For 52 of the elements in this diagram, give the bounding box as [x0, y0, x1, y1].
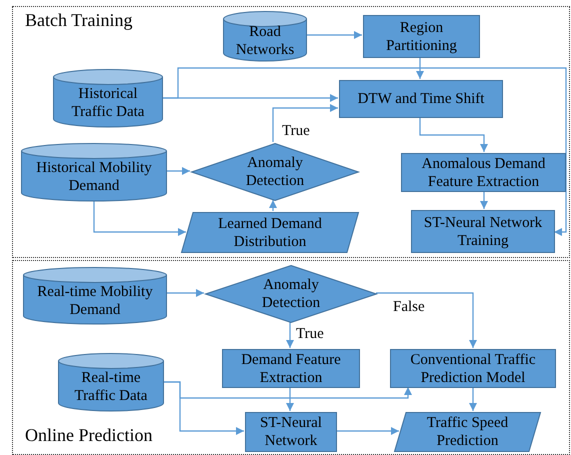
database-cylinder — [21, 143, 167, 201]
node-text: Learned Demand Distribution — [217, 214, 323, 250]
arrow — [93, 200, 186, 236]
node-text: Traffic Speed Prediction — [426, 414, 510, 450]
arrow — [376, 292, 477, 348]
section-panel — [12, 6, 570, 258]
arrow — [163, 381, 244, 435]
node-text: Real-time Mobility Demand — [36, 282, 154, 318]
section-heading: Batch Training — [25, 10, 133, 31]
data-parallelogram — [394, 412, 541, 452]
process-box — [222, 349, 360, 388]
database-cylinder — [58, 353, 164, 411]
node-text: ST-Neural Network — [259, 414, 323, 450]
arrow — [166, 167, 190, 175]
node-text: Conventional Traffic Prediction Model — [409, 350, 537, 386]
arrow — [166, 289, 204, 297]
database-cylinder — [23, 267, 167, 324]
arrow — [419, 117, 488, 152]
arrow — [162, 67, 567, 236]
node-text: Real-time Traffic Data — [74, 369, 148, 405]
arrow — [286, 387, 294, 411]
arrow — [306, 31, 362, 39]
section-panel — [12, 260, 570, 455]
arrow — [416, 57, 424, 79]
process-box — [411, 210, 555, 253]
arrow — [272, 104, 338, 142]
decision-diamond — [205, 265, 377, 323]
node-text: Region Partitioning — [385, 18, 458, 54]
node-text: Anomalous Demand Feature Extraction — [420, 154, 546, 190]
database-cylinder — [223, 11, 307, 61]
arrow — [480, 191, 488, 209]
node-text: Anomaly Detection — [244, 154, 306, 190]
node-text: Historical Mobility Demand — [35, 159, 153, 195]
arrow — [336, 427, 399, 435]
node-text: Anomaly Detection — [260, 276, 322, 312]
node-text: DTW and Time Shift — [358, 90, 484, 108]
process-box — [390, 349, 556, 388]
database-cylinder — [53, 69, 163, 127]
process-box — [363, 15, 480, 58]
process-box — [339, 80, 503, 118]
node-text: Demand Feature Extraction — [240, 350, 342, 386]
arrow — [269, 200, 277, 211]
decision-diamond — [191, 143, 359, 201]
section-heading: Online Prediction — [25, 425, 152, 446]
node-text: ST-Neural Network Training — [422, 214, 544, 250]
arrow — [469, 387, 477, 411]
process-box — [401, 153, 566, 192]
data-parallelogram — [181, 212, 359, 253]
arrow — [286, 322, 294, 348]
process-box — [245, 412, 337, 452]
node-text: Historical Traffic Data — [70, 85, 146, 121]
node-text: Road Networks — [234, 23, 296, 59]
